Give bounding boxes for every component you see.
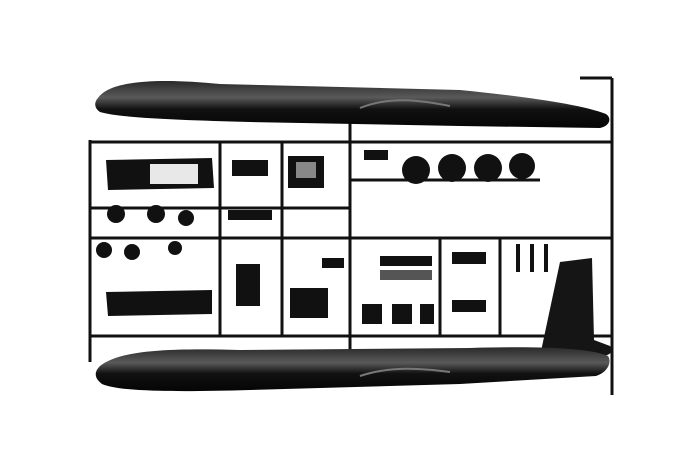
fuselage-half-bottom [95,258,612,392]
small-parts [96,150,548,324]
fuselage-half-top [95,80,610,128]
sprue-frame [88,76,614,395]
